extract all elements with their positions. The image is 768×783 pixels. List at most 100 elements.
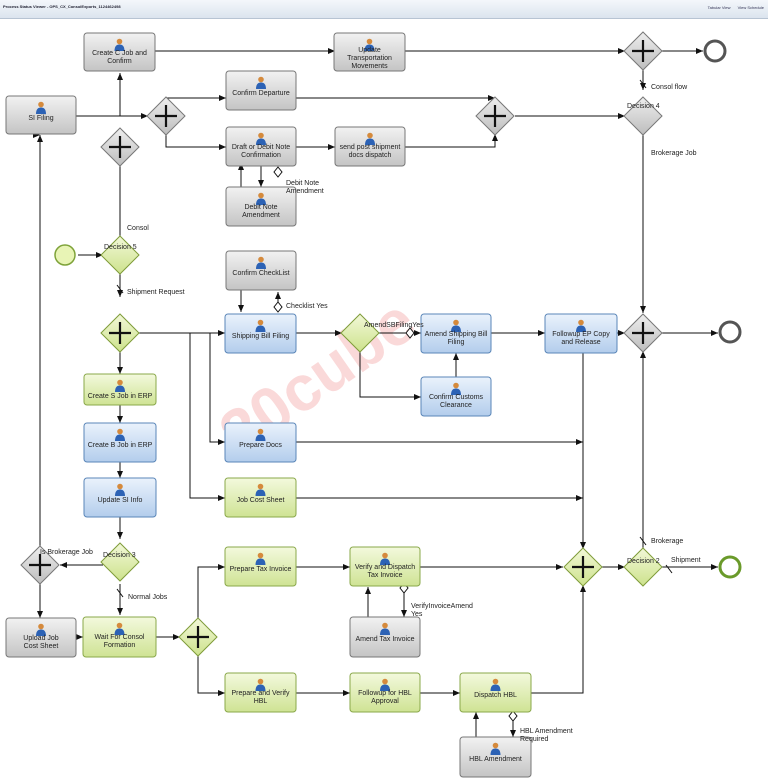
task-confirm-departure[interactable]: Confirm Departure [225, 70, 297, 111]
task-label: send post shipment [340, 144, 401, 151]
gateway-decision4[interactable] [623, 96, 663, 136]
gateway-is-brokerage[interactable] [20, 545, 60, 585]
end-event-bottom[interactable] [718, 555, 742, 579]
task-dispatch-hbl[interactable]: Dispatch HBL [459, 672, 532, 713]
gateway-join-top[interactable] [100, 127, 140, 167]
gateway-join-bottom[interactable] [563, 547, 603, 587]
task-hbl-amend[interactable]: HBL Amendment [459, 736, 532, 778]
task-si-filing[interactable]: SI Filing [5, 95, 77, 135]
gateway-join-departure[interactable] [475, 96, 515, 136]
flow-label-hbl-amend-required-2: Required [520, 736, 549, 743]
flow-label-brokerage: Brokerage [651, 538, 683, 545]
task-label: Update SI Info [98, 497, 143, 504]
gateway-shipping-bill[interactable] [340, 313, 380, 353]
parallel-plus-icon [109, 136, 131, 158]
flow-condition-mark [639, 79, 647, 89]
task-label: Prepare and Verify [232, 690, 290, 697]
task-update-si[interactable]: Update SI Info [83, 477, 157, 518]
conditional-flow-marker [273, 301, 283, 313]
task-create-s-job[interactable]: Create S Job in ERP [83, 373, 157, 406]
task-prepare-tax[interactable]: Prepare Tax Invoice [224, 546, 297, 587]
window-title: Process Status Viewer - OPS_CX_ConsolExp… [3, 4, 121, 9]
gateway-split-invoice[interactable] [178, 617, 218, 657]
flow-label-consol-flow: Consol flow [651, 84, 688, 91]
window-titlebar: Process Status Viewer - OPS_CX_ConsolExp… [0, 0, 768, 19]
user-task-icon [256, 256, 266, 269]
flow-condition-mark [116, 284, 124, 294]
task-confirm-checklist[interactable]: Confirm CheckList [225, 250, 297, 291]
parallel-plus-icon [632, 322, 654, 344]
start-event[interactable] [54, 244, 76, 266]
view-schedule-link[interactable]: View Schedule [737, 5, 764, 10]
header-links: Tabular View View Schedule [702, 5, 764, 10]
task-label: SI Filing [28, 115, 53, 122]
flow-label-amend-sb-filing-yes: AmendSBFilingYes [364, 322, 424, 329]
tabular-view-link[interactable]: Tabular View [707, 5, 731, 10]
conditional-flow-marker [273, 166, 283, 178]
task-prepare-docs[interactable]: Prepare Docs [224, 422, 297, 463]
conditional-flow-marker [405, 327, 415, 339]
task-label: Clearance [440, 402, 472, 409]
task-shipping-bill[interactable]: Shipping Bill Filing [224, 313, 297, 354]
flow-label-consol: Consol [127, 225, 149, 232]
user-task-icon [255, 483, 266, 496]
sequence-flow [197, 564, 225, 618]
task-label: Approval [371, 698, 399, 705]
task-label: Followup EP Copy [552, 331, 610, 338]
gateway-decision5[interactable] [100, 235, 140, 275]
user-task-icon [380, 622, 390, 635]
task-label: Create S Job in ERP [88, 393, 153, 400]
gateway-decision2[interactable] [623, 547, 663, 587]
task-label: Draft or Debit Note [232, 144, 290, 151]
task-job-cost[interactable]: Job Cost Sheet [224, 477, 297, 518]
user-task-icon [256, 76, 266, 89]
task-label: Dispatch HBL [474, 692, 517, 699]
gateway-decision3[interactable] [100, 542, 140, 582]
flow-labels: Consol flow Brokerage Job Consol Debit N… [40, 84, 701, 743]
flow-label-shipment-request: Shipment Request [127, 289, 185, 296]
user-task-icon [380, 678, 390, 691]
user-task-icon [256, 192, 266, 205]
user-task-icon [255, 428, 266, 441]
user-task-icon [115, 428, 125, 441]
user-task-icon [114, 622, 125, 635]
task-label: HBL [254, 698, 268, 705]
task-label: Amend Shipping Bill [425, 331, 488, 338]
user-task-icon [255, 678, 266, 691]
task-label: Amend Tax Invoice [355, 636, 414, 643]
gateway-split-top[interactable] [146, 96, 186, 136]
end-event-top[interactable] [703, 39, 727, 63]
end-event-middle[interactable] [718, 320, 742, 344]
gateway-join-middle-right[interactable] [623, 313, 663, 353]
gateway-split-shipment[interactable] [100, 313, 140, 353]
task-amend-tax[interactable]: Amend Tax Invoice [349, 616, 421, 658]
process-diagram: 20cube Create C Job andConfirmUpdateTran… [5, 31, 742, 778]
user-task-icon [490, 678, 501, 691]
gateway-join-top-right[interactable] [623, 31, 663, 71]
flow-label-hbl-amend-required-1: HBL Amendment [520, 728, 573, 735]
flow-label-checklist-yes: Checklist Yes [286, 303, 328, 310]
task-label: Movements [351, 63, 388, 70]
task-label: Prepare Tax Invoice [230, 566, 292, 573]
task-label: Prepare Docs [239, 442, 282, 449]
task-create-b-job[interactable]: Create B Job in ERP [83, 422, 157, 463]
user-task-icon [36, 101, 46, 114]
parallel-plus-icon [109, 322, 131, 344]
task-label: Create C Job and [92, 50, 147, 57]
flow-label-normal-jobs: Normal Jobs [128, 594, 168, 601]
user-task-icon [364, 38, 375, 51]
